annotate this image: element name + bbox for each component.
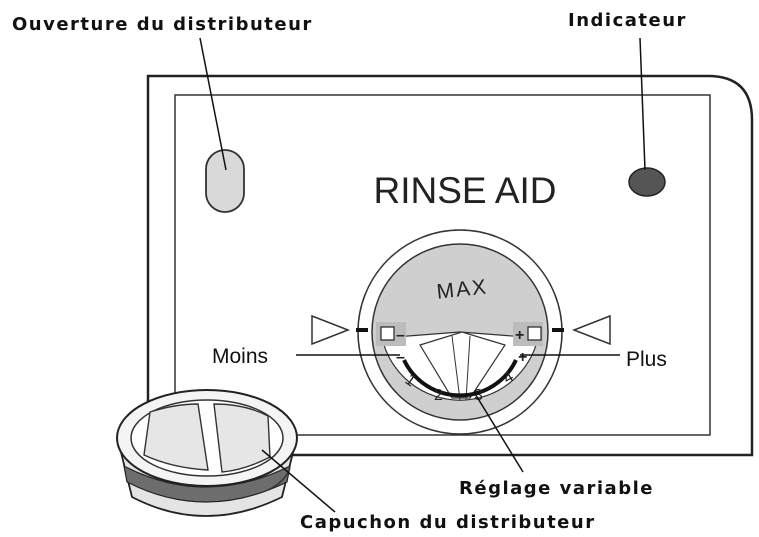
label-plus: Plus [626, 348, 667, 371]
indicator-light [628, 167, 666, 197]
panel-title: RINSE AID [374, 170, 557, 211]
dispenser-cap[interactable] [116, 389, 298, 517]
dial-max-label: MAX [436, 275, 490, 303]
leader-variable-setting [473, 391, 524, 473]
dial-pointer[interactable] [419, 331, 506, 399]
rinse-aid-dial[interactable]: MAX – – + + 1 2 3 4 [357, 229, 563, 435]
label-variable-setting: Réglage variable [459, 478, 654, 499]
label-indicator: Indicateur [568, 10, 687, 31]
right-arrow-marker [552, 314, 611, 346]
dial-setting-arc [402, 359, 518, 398]
label-dispenser-opening: Ouverture du distributeur [12, 14, 313, 35]
label-dispenser-cap: Capuchon du distributeur [300, 512, 596, 533]
dispenser-opening[interactable] [205, 149, 245, 213]
cap-grip-left [143, 403, 209, 471]
label-minus: Moins [212, 345, 268, 368]
dial-plus-sign: + [515, 327, 524, 344]
dispenser-inner-panel [174, 94, 711, 436]
dial-max-box [527, 326, 542, 341]
dial-pointer-line [451, 335, 461, 401]
dial-min-box [380, 326, 395, 341]
dial-minus-sign: – [396, 327, 405, 344]
dial-position-2: 2 [434, 387, 443, 404]
cap-thread [267, 467, 291, 491]
leader-opening [199, 37, 227, 171]
cap-grip-right [213, 403, 271, 473]
dial-position-3: 3 [474, 387, 483, 404]
leader-indicator [639, 37, 646, 171]
dial-plus-sign-lower: + [518, 349, 527, 366]
dial-pointer-line-2 [465, 335, 471, 401]
dial-minus-sign-lower: – [396, 349, 405, 366]
leader-cap [261, 449, 336, 513]
left-arrow-marker [311, 314, 368, 346]
